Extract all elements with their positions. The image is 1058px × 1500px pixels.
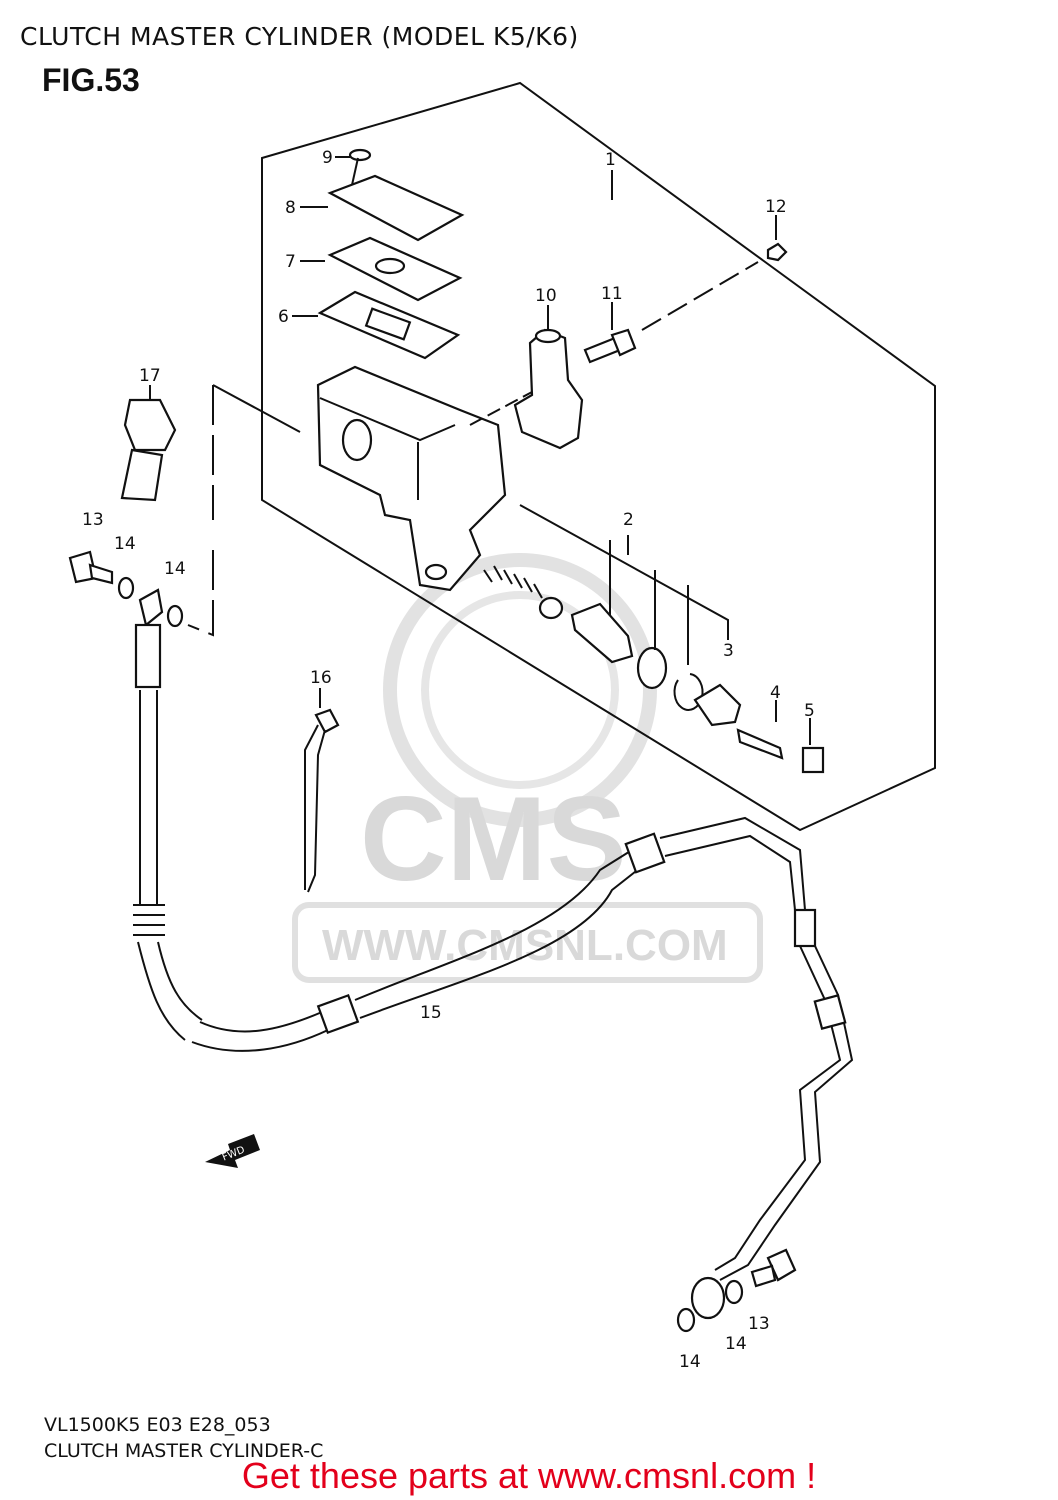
callout-14: 14 [114, 534, 136, 554]
callout-5: 5 [804, 701, 815, 721]
part-clamp [304, 708, 340, 893]
callout-10: 10 [535, 286, 557, 306]
part-master-cylinder-body [316, 365, 507, 592]
part-gasket [117, 576, 135, 600]
part-clutch-hose [133, 588, 854, 1320]
part-boot [693, 683, 742, 727]
watermark-site: WWW.CMSNL.COM [322, 921, 728, 970]
callout-17: 17 [139, 366, 161, 386]
watermark-logo: CMS WWW.CMSNL.COM [292, 553, 763, 983]
callout-14: 14 [164, 559, 186, 579]
callout-1: 1 [605, 150, 616, 170]
part-piston [570, 602, 634, 664]
callout-11: 11 [601, 284, 623, 304]
part-spring [483, 565, 564, 620]
diagram-name: CLUTCH MASTER CYLINDER-C [44, 1440, 324, 1462]
part-bracket [513, 328, 584, 450]
callout-7: 7 [285, 252, 296, 272]
callout-13: 13 [82, 510, 104, 530]
figure-number: FIG.53 [42, 62, 140, 98]
part-sleeve [801, 746, 825, 774]
leader-lines [149, 156, 811, 745]
callout-2: 2 [623, 510, 634, 530]
callout-15: 15 [420, 1003, 442, 1023]
callout-3: 3 [723, 641, 734, 661]
part-cap [327, 174, 465, 242]
callout-9: 9 [322, 148, 333, 168]
part-bolt [583, 328, 637, 364]
callout-labels: 1 2 3 4 5 6 7 8 9 10 11 12 13 14 14 15 1… [82, 148, 815, 1372]
assembly-outline [261, 81, 936, 832]
part-seal [636, 646, 668, 690]
callout-12: 12 [765, 197, 787, 217]
callout-14: 14 [725, 1334, 747, 1354]
diagram-code: VL1500K5 E03 E28_053 [44, 1414, 271, 1436]
part-hose-cover [120, 398, 177, 502]
watermark-brand: CMS [360, 772, 627, 906]
shop-link-banner[interactable]: Get these parts at www.cmsnl.com ! [241, 1455, 817, 1496]
part-circlip [673, 673, 704, 711]
callout-14: 14 [679, 1352, 701, 1372]
callout-8: 8 [285, 198, 296, 218]
part-screw [348, 148, 372, 186]
callout-16: 16 [310, 668, 332, 688]
part-nut [766, 242, 788, 262]
callout-6: 6 [278, 307, 289, 327]
part-pushrod [736, 728, 784, 760]
callout-13: 13 [748, 1314, 770, 1334]
diagram-title: CLUTCH MASTER CYLINDER (MODEL K5/K6) [20, 22, 579, 51]
callout-4: 4 [770, 683, 781, 703]
forward-arrow: FWD [205, 1134, 260, 1168]
